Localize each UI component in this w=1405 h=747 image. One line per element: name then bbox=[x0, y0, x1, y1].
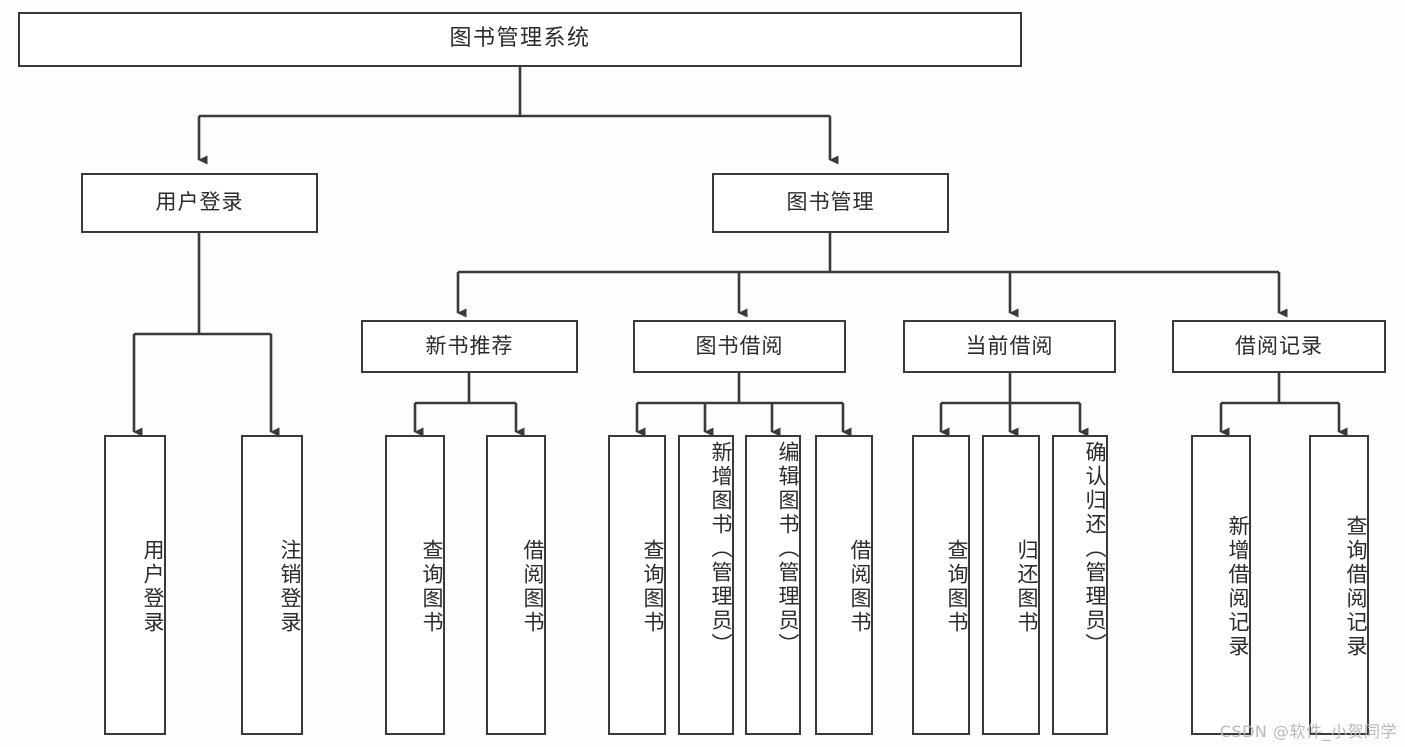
leaf-recommend-query-book[interactable]: 查询图书 bbox=[385, 435, 445, 735]
watermark-text: CSDN @软件_小贺同学 bbox=[1219, 722, 1397, 741]
node-new-book-recommend[interactable]: 新书推荐 bbox=[361, 320, 578, 373]
leaf-current-confirm-return-admin[interactable]: 确认归还（管理员） bbox=[1052, 435, 1108, 735]
node-user-login[interactable]: 用户登录 bbox=[81, 173, 318, 233]
node-borrow-record[interactable]: 借阅记录 bbox=[1172, 320, 1386, 373]
leaf-recommend-borrow-book[interactable]: 借阅图书 bbox=[486, 435, 546, 735]
leaf-borrow-borrow-book[interactable]: 借阅图书 bbox=[815, 435, 873, 735]
node-book-management[interactable]: 图书管理 bbox=[712, 173, 949, 233]
leaf-borrow-query-book[interactable]: 查询图书 bbox=[608, 435, 666, 735]
leaf-user-login-logout[interactable]: 注销登录 bbox=[241, 435, 303, 735]
leaf-borrow-add-book-admin[interactable]: 新增图书（管理员） bbox=[678, 435, 734, 735]
leaf-record-query-record[interactable]: 查询借阅记录 bbox=[1309, 435, 1369, 735]
leaf-borrow-edit-book-admin[interactable]: 编辑图书（管理员） bbox=[745, 435, 801, 735]
leaf-current-query-book[interactable]: 查询图书 bbox=[912, 435, 970, 735]
node-current-borrow[interactable]: 当前借阅 bbox=[903, 320, 1116, 373]
node-root-system[interactable]: 图书管理系统 bbox=[18, 12, 1022, 67]
leaf-user-login-login[interactable]: 用户登录 bbox=[104, 435, 166, 735]
leaf-current-return-book[interactable]: 归还图书 bbox=[982, 435, 1040, 735]
leaf-record-add-record[interactable]: 新增借阅记录 bbox=[1191, 435, 1251, 735]
node-book-borrow[interactable]: 图书借阅 bbox=[633, 320, 846, 373]
